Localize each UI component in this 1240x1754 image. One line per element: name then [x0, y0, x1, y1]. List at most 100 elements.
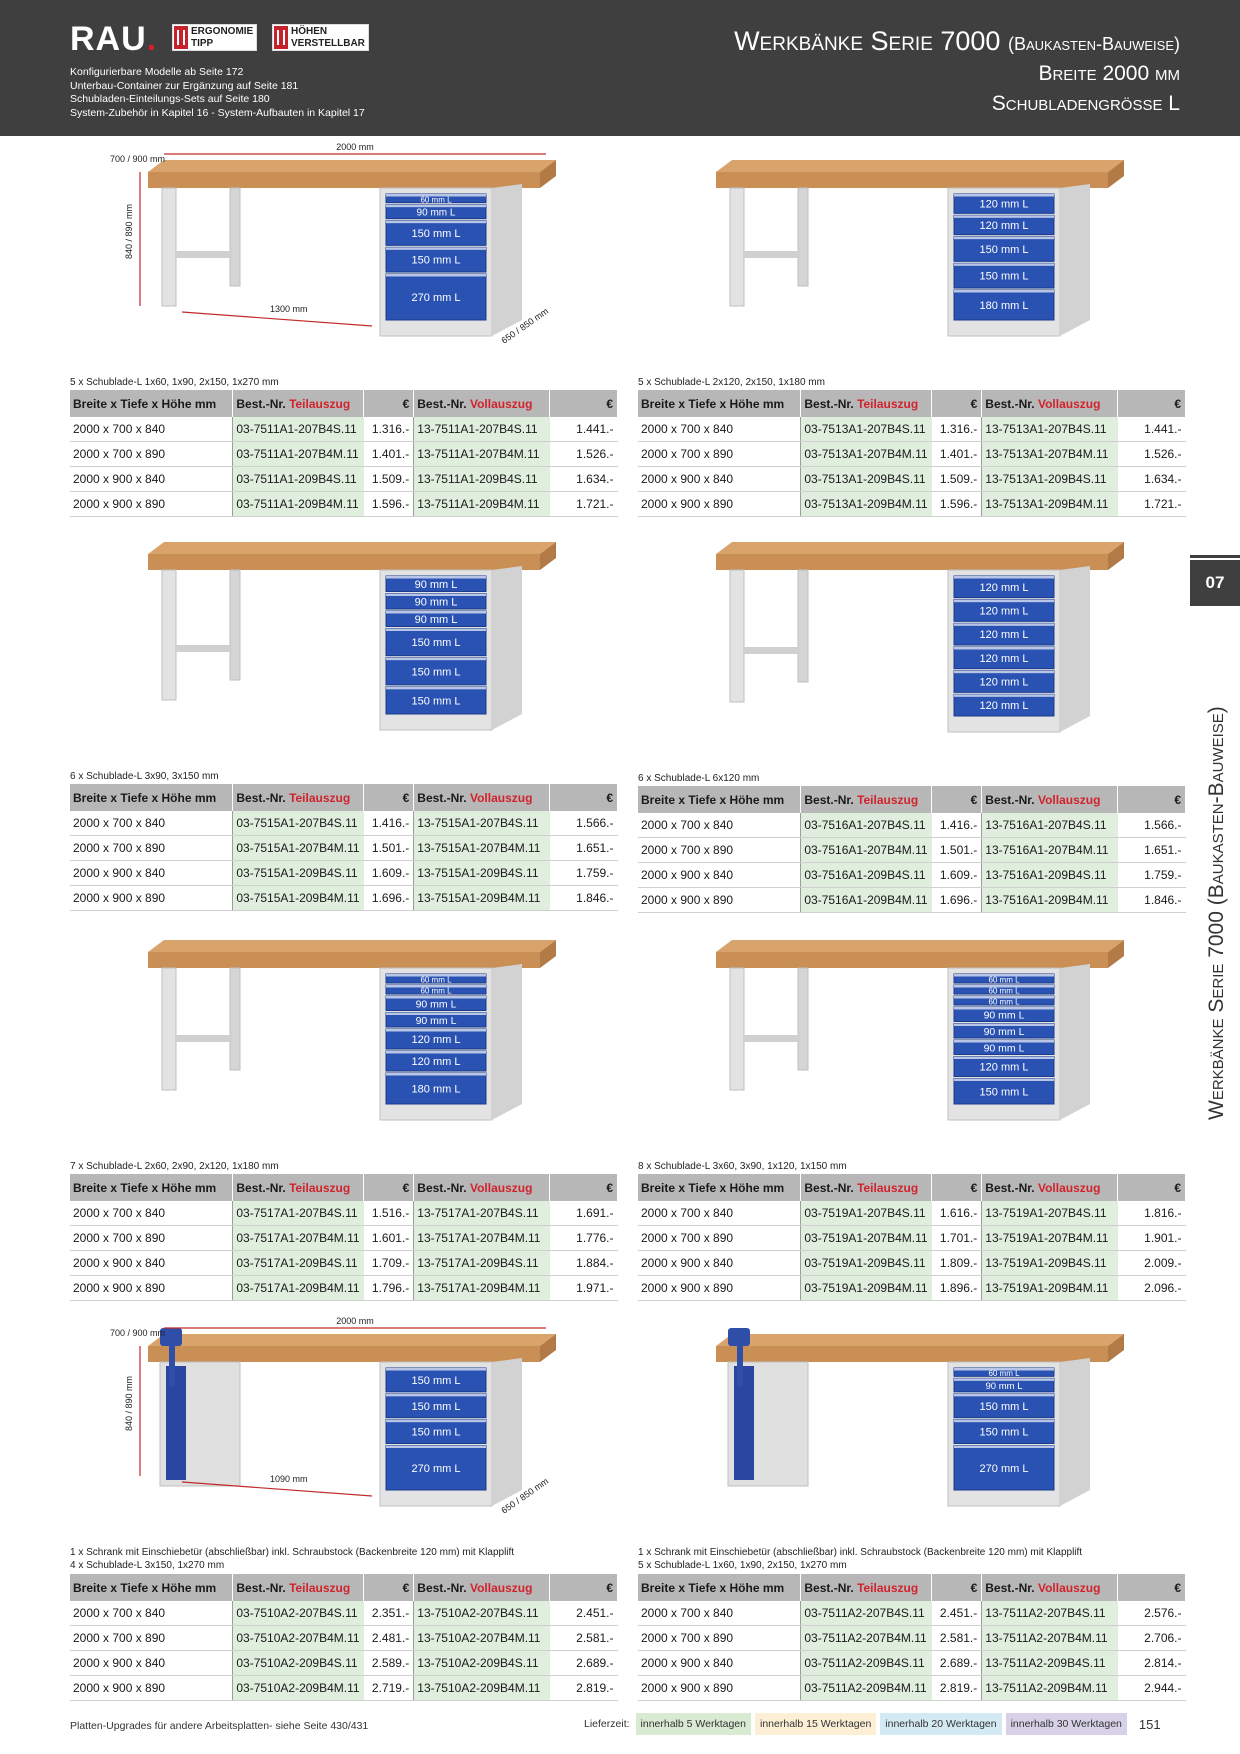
- table-header-row: Breite x Tiefe x Höhe mm Best.-Nr. Teila…: [638, 786, 1186, 813]
- vise-lift-icon: [737, 1346, 743, 1386]
- drawer-handle[interactable]: [954, 1078, 1054, 1082]
- drawer-front[interactable]: [385, 1072, 487, 1105]
- cell-order-no-teil: 03-7513A1-207B4S.11: [800, 417, 932, 442]
- col-eur-teil: €: [363, 1574, 415, 1601]
- drawer-handle[interactable]: [386, 974, 486, 977]
- cell-order-no-teil: 03-7511A1-207B4M.11: [232, 441, 364, 467]
- drawer-handle[interactable]: [386, 1368, 486, 1371]
- delivery-legend: Lieferzeit: innerhalb 5 Werktagen innerh…: [584, 1713, 1161, 1735]
- drawer-front[interactable]: [953, 236, 1055, 262]
- drawer-handle[interactable]: [954, 576, 1054, 579]
- drawer-handle[interactable]: [954, 1393, 1054, 1397]
- drawer-front[interactable]: [385, 657, 487, 686]
- drawer-handle[interactable]: [954, 974, 1054, 977]
- col-best-teil: Best.-Nr. Teilauszug: [800, 1574, 933, 1601]
- drawer-handle[interactable]: [954, 1023, 1054, 1027]
- drawer-handle[interactable]: [386, 194, 486, 197]
- drawer-handle[interactable]: [386, 1393, 486, 1397]
- drawer-handle[interactable]: [954, 236, 1054, 240]
- cell-price-teil: 1.709.-: [363, 1250, 414, 1276]
- drawer-handle[interactable]: [954, 1040, 1054, 1043]
- drawer-front[interactable]: [385, 1445, 487, 1491]
- col-dims: Breite x Tiefe x Höhe mm: [638, 1574, 802, 1601]
- worktop-surface: [148, 542, 556, 554]
- cell-dims: 2000 x 700 x 840: [70, 1601, 233, 1626]
- drawer-handle[interactable]: [386, 274, 486, 277]
- drawer-front[interactable]: [953, 693, 1055, 717]
- drawer-handle[interactable]: [386, 686, 486, 690]
- col-dims: Breite x Tiefe x Höhe mm: [70, 390, 234, 417]
- cell-price-voll: 1.759.-: [549, 860, 618, 886]
- drawer-handle[interactable]: [386, 1012, 486, 1016]
- drawer-handle[interactable]: [386, 576, 486, 579]
- drawer-handle[interactable]: [954, 1378, 1054, 1381]
- drawer-handle[interactable]: [386, 1073, 486, 1076]
- drawer-handle[interactable]: [386, 247, 486, 250]
- drawer-handle[interactable]: [386, 611, 486, 614]
- cell-price-teil: 1.509.-: [931, 466, 982, 492]
- drawer-front[interactable]: [953, 1419, 1055, 1444]
- col-best-voll: Best.-Nr. Vollauszug: [981, 1174, 1119, 1201]
- leg-crossbar: [744, 647, 800, 654]
- drawer-handle[interactable]: [386, 1029, 486, 1032]
- drawer-handle[interactable]: [954, 623, 1054, 626]
- drawer-handle[interactable]: [954, 647, 1054, 650]
- drawer-front[interactable]: [953, 289, 1055, 321]
- cell-price-voll: 1.566.-: [549, 811, 618, 836]
- drawer-handle[interactable]: [386, 220, 486, 224]
- table-header-row: Breite x Tiefe x Höhe mm Best.-Nr. Teila…: [638, 1574, 1186, 1601]
- drawer-label: 150 mm L: [980, 271, 1029, 283]
- drawer-handle[interactable]: [386, 996, 486, 999]
- drawer-label: 120 mm L: [980, 653, 1029, 665]
- cell-price-voll: 1.651.-: [549, 835, 618, 861]
- drawer-front[interactable]: [385, 1419, 487, 1444]
- worktop-surface: [716, 160, 1124, 172]
- cell-price-voll: 1.901.-: [1117, 1225, 1186, 1251]
- drawer-handle[interactable]: [954, 1445, 1054, 1449]
- cell-order-no-voll: 13-7517A1-209B4M.11: [413, 1275, 550, 1301]
- drawer-handle[interactable]: [954, 215, 1054, 218]
- drawer-handle[interactable]: [954, 1056, 1054, 1060]
- worktop-front: [148, 172, 540, 188]
- page-number: 151: [1138, 1716, 1161, 1732]
- cell-order-no-voll: 13-7511A1-209B4S.11: [413, 466, 550, 492]
- cell-price-teil: 1.501.-: [363, 835, 414, 861]
- drawer-handle[interactable]: [954, 996, 1054, 999]
- drawer-front[interactable]: [953, 622, 1055, 646]
- drawer-front[interactable]: [385, 220, 487, 246]
- table-row: 2000 x 900 x 840 03-7515A1-209B4S.11 1.6…: [70, 860, 618, 886]
- drawer-handle[interactable]: [954, 985, 1054, 988]
- drawer-handle[interactable]: [954, 290, 1054, 293]
- drawer-handle[interactable]: [954, 1368, 1054, 1371]
- cell-price-teil: 1.401.-: [931, 441, 982, 467]
- drawer-front[interactable]: [385, 273, 487, 321]
- drawer-handle[interactable]: [386, 1419, 486, 1423]
- drawer-handle[interactable]: [386, 985, 486, 988]
- drawer-handle[interactable]: [954, 694, 1054, 697]
- drawer-front[interactable]: [953, 1445, 1055, 1491]
- delivery-30-days: innerhalb 30 Werktagen: [1005, 1713, 1127, 1735]
- cell-order-no-teil: 03-7515A1-209B4S.11: [232, 860, 364, 886]
- drawer-handle[interactable]: [386, 1051, 486, 1054]
- cell-price-voll: 1.441.-: [549, 417, 618, 442]
- drawer-handle[interactable]: [954, 194, 1054, 197]
- table-row: 2000 x 700 x 840 03-7511A2-207B4S.11 2.4…: [638, 1601, 1186, 1626]
- drawer-handle[interactable]: [954, 670, 1054, 674]
- cell-price-voll: 1.691.-: [549, 1201, 618, 1226]
- cell-order-no-voll: 13-7513A1-207B4S.11: [981, 417, 1118, 442]
- drawer-front[interactable]: [385, 246, 487, 273]
- drawer-handle[interactable]: [386, 657, 486, 661]
- drawer-handle[interactable]: [954, 1419, 1054, 1423]
- drawer-handle[interactable]: [386, 593, 486, 597]
- drawer-handle[interactable]: [954, 1007, 1054, 1010]
- cell-price-voll: 1.721.-: [549, 491, 618, 517]
- drawer-handle[interactable]: [386, 1445, 486, 1449]
- drawer-handle[interactable]: [954, 599, 1054, 603]
- drawer-handle[interactable]: [954, 263, 1054, 266]
- drawer-handle[interactable]: [386, 204, 486, 208]
- drawer-front[interactable]: [385, 686, 487, 715]
- drawer-handle[interactable]: [386, 628, 486, 632]
- cell-order-no-teil: 03-7511A1-209B4M.11: [232, 491, 364, 517]
